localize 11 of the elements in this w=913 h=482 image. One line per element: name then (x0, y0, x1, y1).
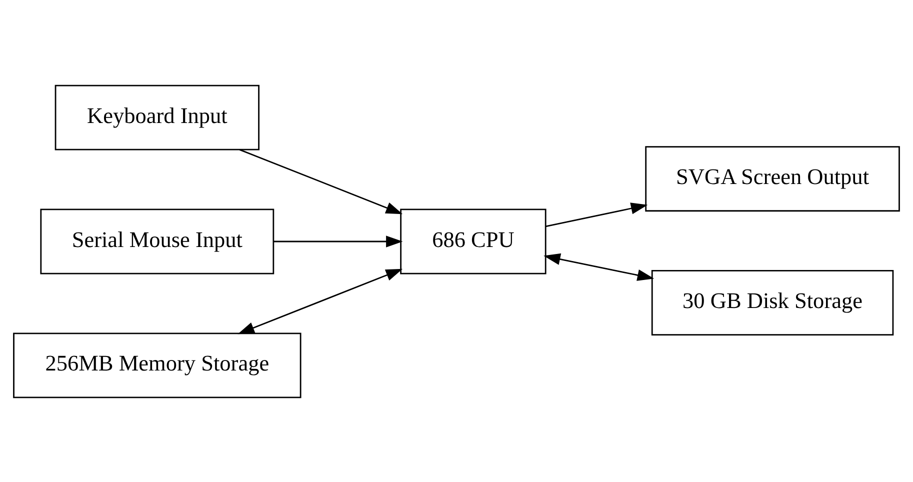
node-box: 256MB Memory Storage (13, 332, 302, 398)
arrow (544, 252, 654, 280)
node-box: SVGA Screen Output (645, 146, 900, 212)
node-box: Keyboard Input (54, 84, 260, 150)
node-box: Serial Mouse Input (40, 208, 274, 274)
arrow (239, 148, 403, 214)
node-box: 686 CPU (400, 208, 546, 274)
arrow (238, 268, 403, 334)
arrow (273, 235, 403, 247)
node-box: 30 GB Disk Storage (651, 270, 894, 335)
arrow (545, 202, 648, 227)
